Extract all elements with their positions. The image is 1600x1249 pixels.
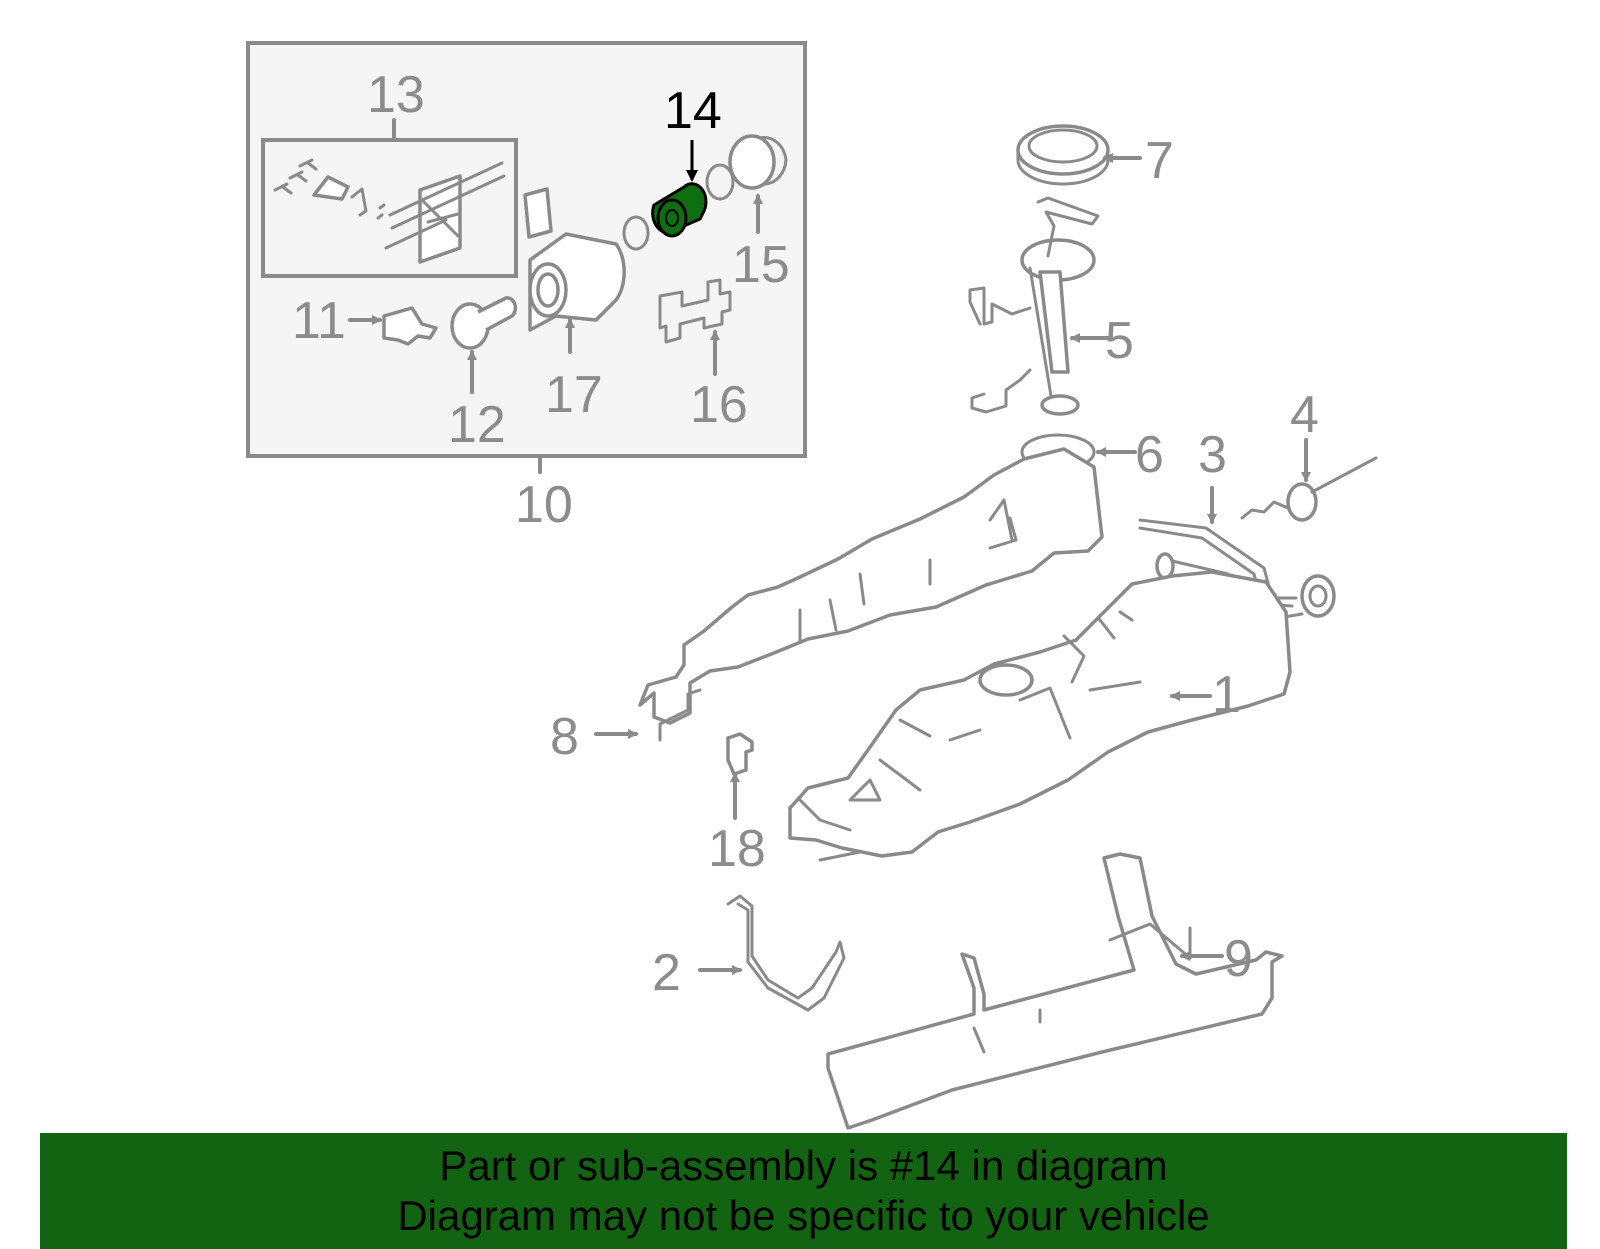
callout-15: 15 bbox=[732, 236, 790, 294]
callout-1: 1 bbox=[1212, 666, 1241, 724]
part-16-bracket bbox=[658, 278, 732, 344]
callout-9: 9 bbox=[1224, 930, 1253, 988]
info-banner: Part or sub-assembly is #14 in diagram D… bbox=[40, 1133, 1567, 1249]
callout-14: 14 bbox=[664, 82, 722, 140]
part-18-clip bbox=[726, 732, 754, 776]
part-4-fuel-cap bbox=[1240, 456, 1378, 522]
callout-13: 13 bbox=[367, 66, 425, 124]
part-oring-a bbox=[622, 215, 650, 251]
callout-8: 8 bbox=[550, 708, 579, 766]
callout-16: 16 bbox=[690, 376, 748, 434]
banner-line-1: Part or sub-assembly is #14 in diagram bbox=[439, 1142, 1168, 1189]
callout-5: 5 bbox=[1105, 312, 1134, 370]
callout-7: 7 bbox=[1145, 132, 1174, 190]
callout-18: 18 bbox=[708, 820, 766, 878]
callout-3: 3 bbox=[1198, 426, 1227, 484]
part-9-skid-plate bbox=[826, 852, 1284, 1130]
part-13-lock-set bbox=[273, 158, 506, 264]
banner-line-2: Diagram may not be specific to your vehi… bbox=[397, 1192, 1210, 1239]
callout-4: 4 bbox=[1290, 386, 1319, 444]
part-17-housing bbox=[523, 187, 626, 332]
part-7-lock-ring bbox=[1016, 124, 1110, 186]
callout-10: 10 bbox=[515, 476, 573, 534]
part-11-clip bbox=[382, 306, 438, 346]
part-2-strap bbox=[726, 894, 846, 1012]
callout-2: 2 bbox=[652, 944, 681, 1002]
part-8-heat-shield bbox=[638, 447, 1104, 742]
callout-12: 12 bbox=[448, 396, 506, 454]
part-15-cap bbox=[728, 134, 788, 190]
part-1-fuel-tank bbox=[788, 570, 1292, 862]
callout-17: 17 bbox=[545, 366, 603, 424]
part-12-cap bbox=[450, 296, 518, 350]
subassembly-frame-13 bbox=[261, 138, 518, 278]
callout-11: 11 bbox=[292, 292, 346, 350]
callout-6: 6 bbox=[1135, 426, 1164, 484]
part-14-highlighted bbox=[651, 182, 708, 238]
part-oring-b bbox=[705, 163, 735, 201]
part-5-sending-unit bbox=[968, 196, 1100, 416]
